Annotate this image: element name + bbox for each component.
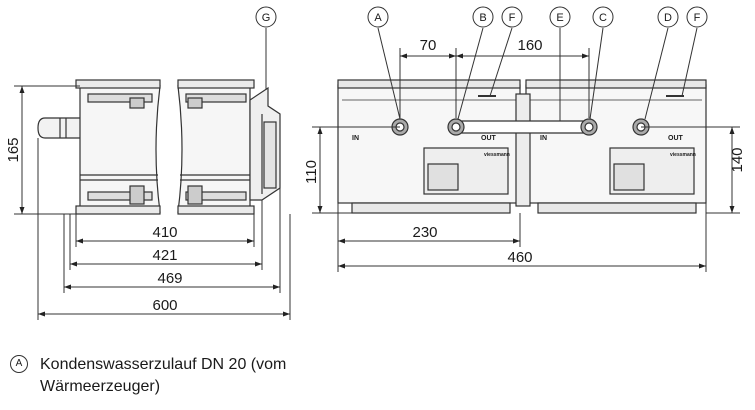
callout-f2-label: F — [694, 12, 701, 24]
front-view — [337, 79, 707, 214]
dim-110-label: 110 — [303, 160, 320, 184]
label-in-1: IN — [352, 135, 359, 142]
callout-a — [367, 6, 389, 28]
callout-b-label: B — [479, 12, 486, 24]
legend-line-1: Kondenswasserzulauf DN 20 (vom — [40, 356, 287, 373]
dim-165 — [14, 85, 80, 215]
callout-d-label: D — [664, 12, 672, 24]
dim-460-label: 460 — [507, 249, 532, 266]
dim-165-label: 165 — [5, 137, 22, 162]
callout-a-label: A — [374, 12, 382, 24]
brand-2: viessmann — [670, 152, 696, 158]
connection-pipe-e — [455, 120, 591, 134]
technical-drawing: 165 410 421 469 600 G — [5, 6, 746, 320]
callout-c-label: C — [599, 12, 607, 24]
legend-badge: A — [10, 354, 28, 373]
brand-1: viessmann — [484, 152, 510, 158]
front-callouts — [367, 6, 708, 121]
callout-g — [255, 6, 277, 28]
dim-110 — [312, 126, 400, 214]
dim-230-label: 230 — [412, 224, 437, 241]
callout-c — [592, 6, 614, 28]
front-bottom-dims — [337, 203, 707, 272]
side-view — [37, 79, 281, 215]
callout-f2 — [686, 6, 708, 28]
dim-70-label: 70 — [420, 37, 437, 54]
dim-469-label: 469 — [157, 270, 182, 287]
label-in-2: IN — [540, 135, 547, 142]
front-top-dims — [399, 48, 590, 118]
dim-600-label: 600 — [152, 297, 177, 314]
dim-140-label: 140 — [729, 147, 746, 172]
callout-d — [657, 6, 679, 28]
callout-e — [549, 6, 571, 28]
callout-f1 — [501, 6, 523, 28]
callout-f1-label: F — [509, 12, 516, 24]
callout-g-label: G — [262, 12, 271, 24]
callout-b — [472, 6, 494, 28]
dim-140 — [641, 126, 740, 214]
label-out-2: OUT — [668, 135, 684, 142]
inlet-pipe — [37, 117, 80, 139]
side-dims — [37, 138, 291, 320]
label-out-1: OUT — [481, 135, 497, 142]
legend-line-2: Wärmeerzeuger) — [40, 378, 161, 395]
callout-e-label: E — [556, 12, 563, 24]
dim-160-label: 160 — [517, 37, 542, 54]
dim-410-label: 410 — [152, 224, 177, 241]
dim-421-label: 421 — [152, 247, 177, 264]
